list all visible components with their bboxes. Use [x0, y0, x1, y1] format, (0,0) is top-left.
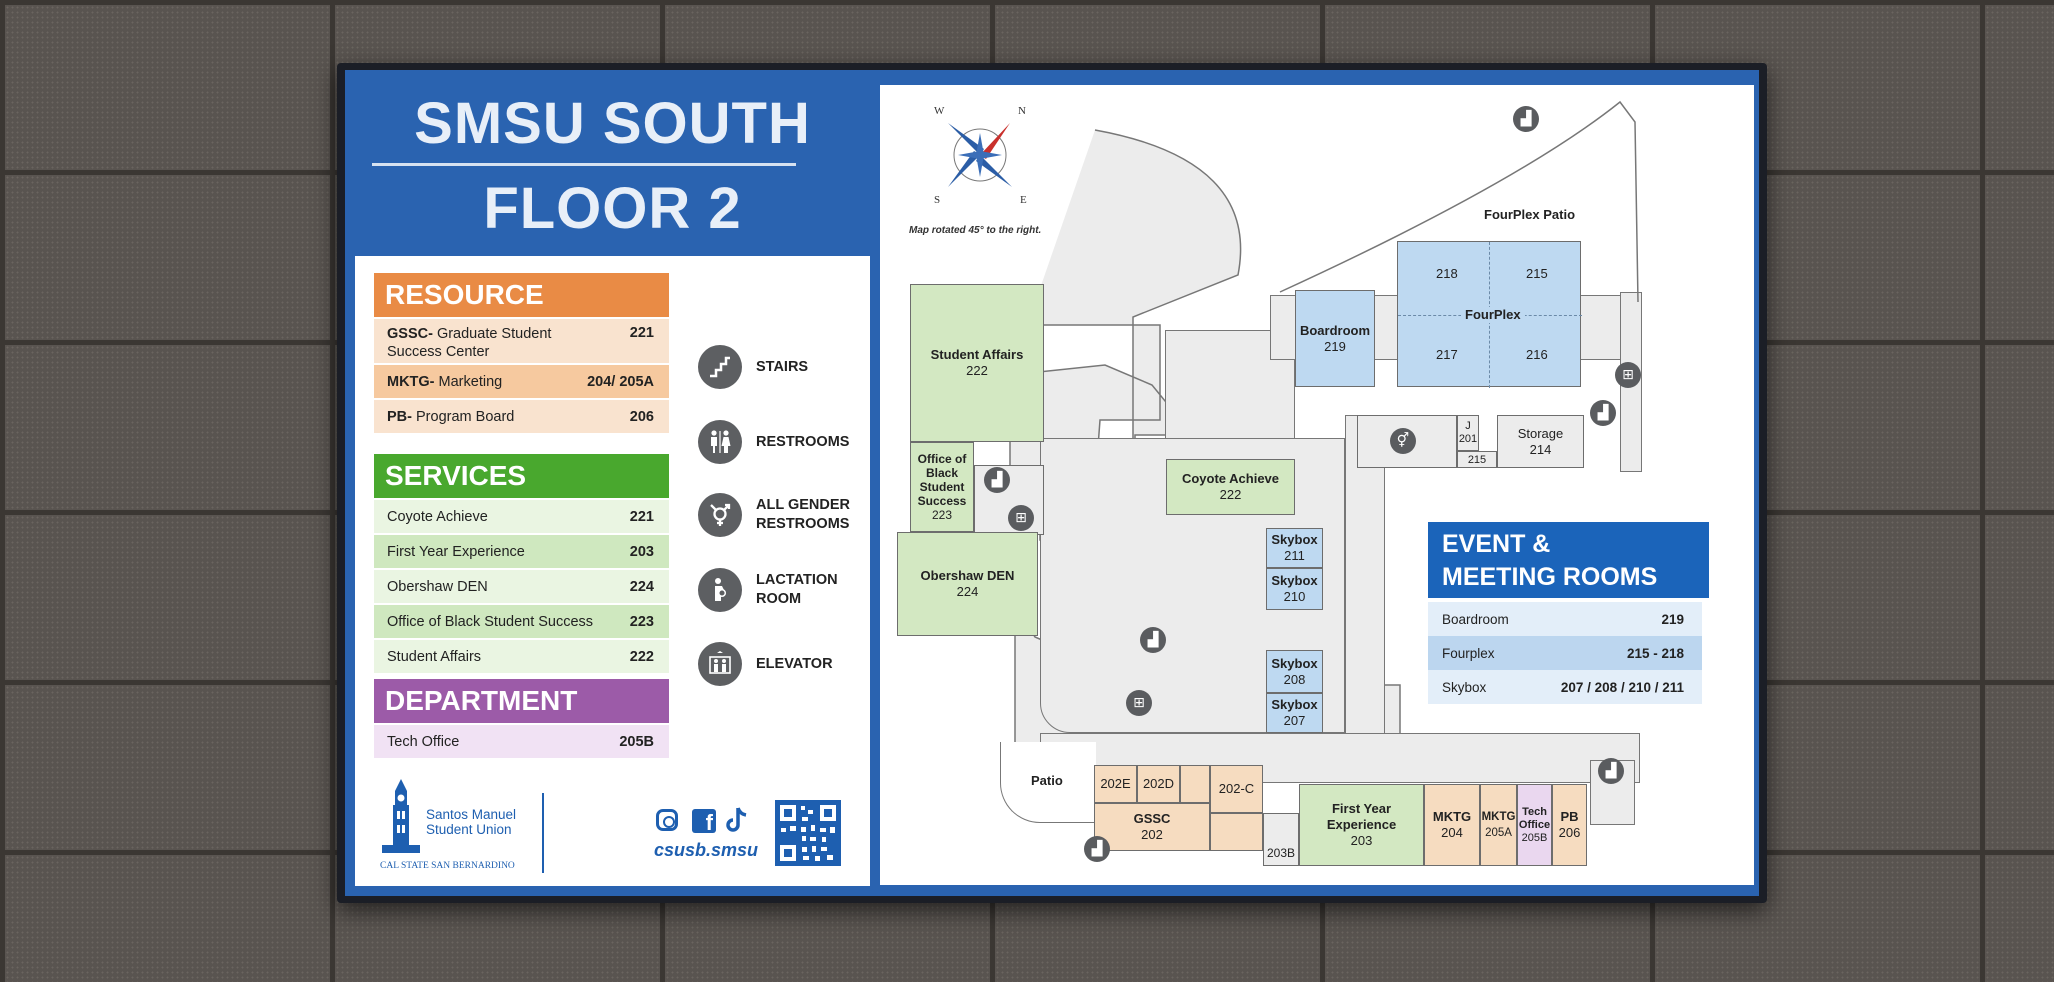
room-215-small: 215	[1457, 451, 1497, 468]
facebook-icon: f	[692, 809, 716, 835]
room-203b: 203B	[1263, 813, 1299, 866]
room-202e: 202E	[1094, 765, 1137, 803]
lactation-room-icon	[698, 568, 742, 612]
room-202d: 202D	[1137, 765, 1180, 803]
elevator-icon	[698, 642, 742, 686]
stairs-icon: ▟	[1084, 836, 1110, 862]
elevator-icon: ⊞	[1008, 505, 1034, 531]
title-line-1: SMSU SOUTH	[414, 91, 811, 156]
label-patio: Patio	[1031, 773, 1063, 788]
logo-text-line-1: Santos Manuel	[426, 807, 517, 822]
compass-w: W	[934, 105, 945, 117]
compass-s: S	[934, 194, 941, 206]
logo-text-line-2: Student Union	[426, 822, 512, 837]
all-gender-restroom-icon	[698, 493, 742, 537]
stairs-icon: ▟	[1590, 400, 1616, 426]
room-gssc-side	[1210, 813, 1263, 851]
title-line-2: FLOOR 2	[483, 176, 742, 241]
social-links: f csusb.smsu	[654, 806, 758, 876]
logo-subtitle: CAL STATE SAN BERNARDINO	[380, 861, 515, 871]
restrooms-icon: ⚥	[1390, 428, 1416, 454]
stairs-icon: ▟	[984, 467, 1010, 493]
footer-divider	[542, 793, 544, 873]
tiktok-icon	[726, 806, 750, 834]
stairs-icon: ▟	[1598, 758, 1624, 784]
category-department: DEPARTMENT	[374, 679, 669, 723]
legend-item-elevator: ELEVATOR	[698, 642, 833, 686]
category-resource-centers: RESOURCE CENTERS	[374, 273, 669, 354]
patio-outline	[1000, 742, 1096, 823]
legend-item-restrooms: RESTROOMS	[698, 420, 849, 464]
stairs-icon: ▟	[1140, 627, 1166, 653]
room-fourplex: 218 215 FourPlex 217 216	[1397, 241, 1582, 388]
title-divider	[372, 163, 796, 166]
elevator-icon: ⊞	[1615, 362, 1641, 388]
list-item: MKTG- Marketing 204/ 205A	[374, 365, 669, 398]
santos-manuel-logo: Santos Manuel Student Union CAL STATE SA…	[380, 777, 550, 877]
corridor-right	[1345, 415, 1385, 755]
legend-item-stairs: STAIRS	[698, 345, 808, 389]
map-rotation-note: Map rotated 45° to the right.	[909, 225, 1042, 236]
compass-rose: N W S E	[928, 103, 1033, 208]
room-202c: 202-C	[1210, 765, 1263, 813]
restrooms-icon	[698, 420, 742, 464]
bell-tower-icon	[382, 779, 420, 853]
label-fourplex-patio: FourPlex Patio	[1484, 207, 1576, 222]
event-rooms-title: EVENT &MEETING ROOMS	[1428, 522, 1709, 598]
patio-curve	[1279, 100, 1639, 303]
compass-n: N	[1018, 105, 1026, 117]
room-gssc-strip	[1180, 765, 1210, 803]
stairs-icon: ▟	[1513, 106, 1539, 132]
social-handle: csusb.smsu	[654, 840, 759, 860]
stairs-icon	[698, 345, 742, 389]
qr-code-icon	[775, 800, 841, 866]
category-services: SERVICES	[374, 454, 669, 498]
instagram-icon	[656, 809, 678, 831]
floor-title: SMSU SOUTH FLOOR 2	[355, 80, 870, 250]
compass-e: E	[1020, 194, 1027, 206]
elevator-icon: ⊞	[1126, 690, 1152, 716]
list-item: PB- Program Board 206	[374, 400, 669, 433]
